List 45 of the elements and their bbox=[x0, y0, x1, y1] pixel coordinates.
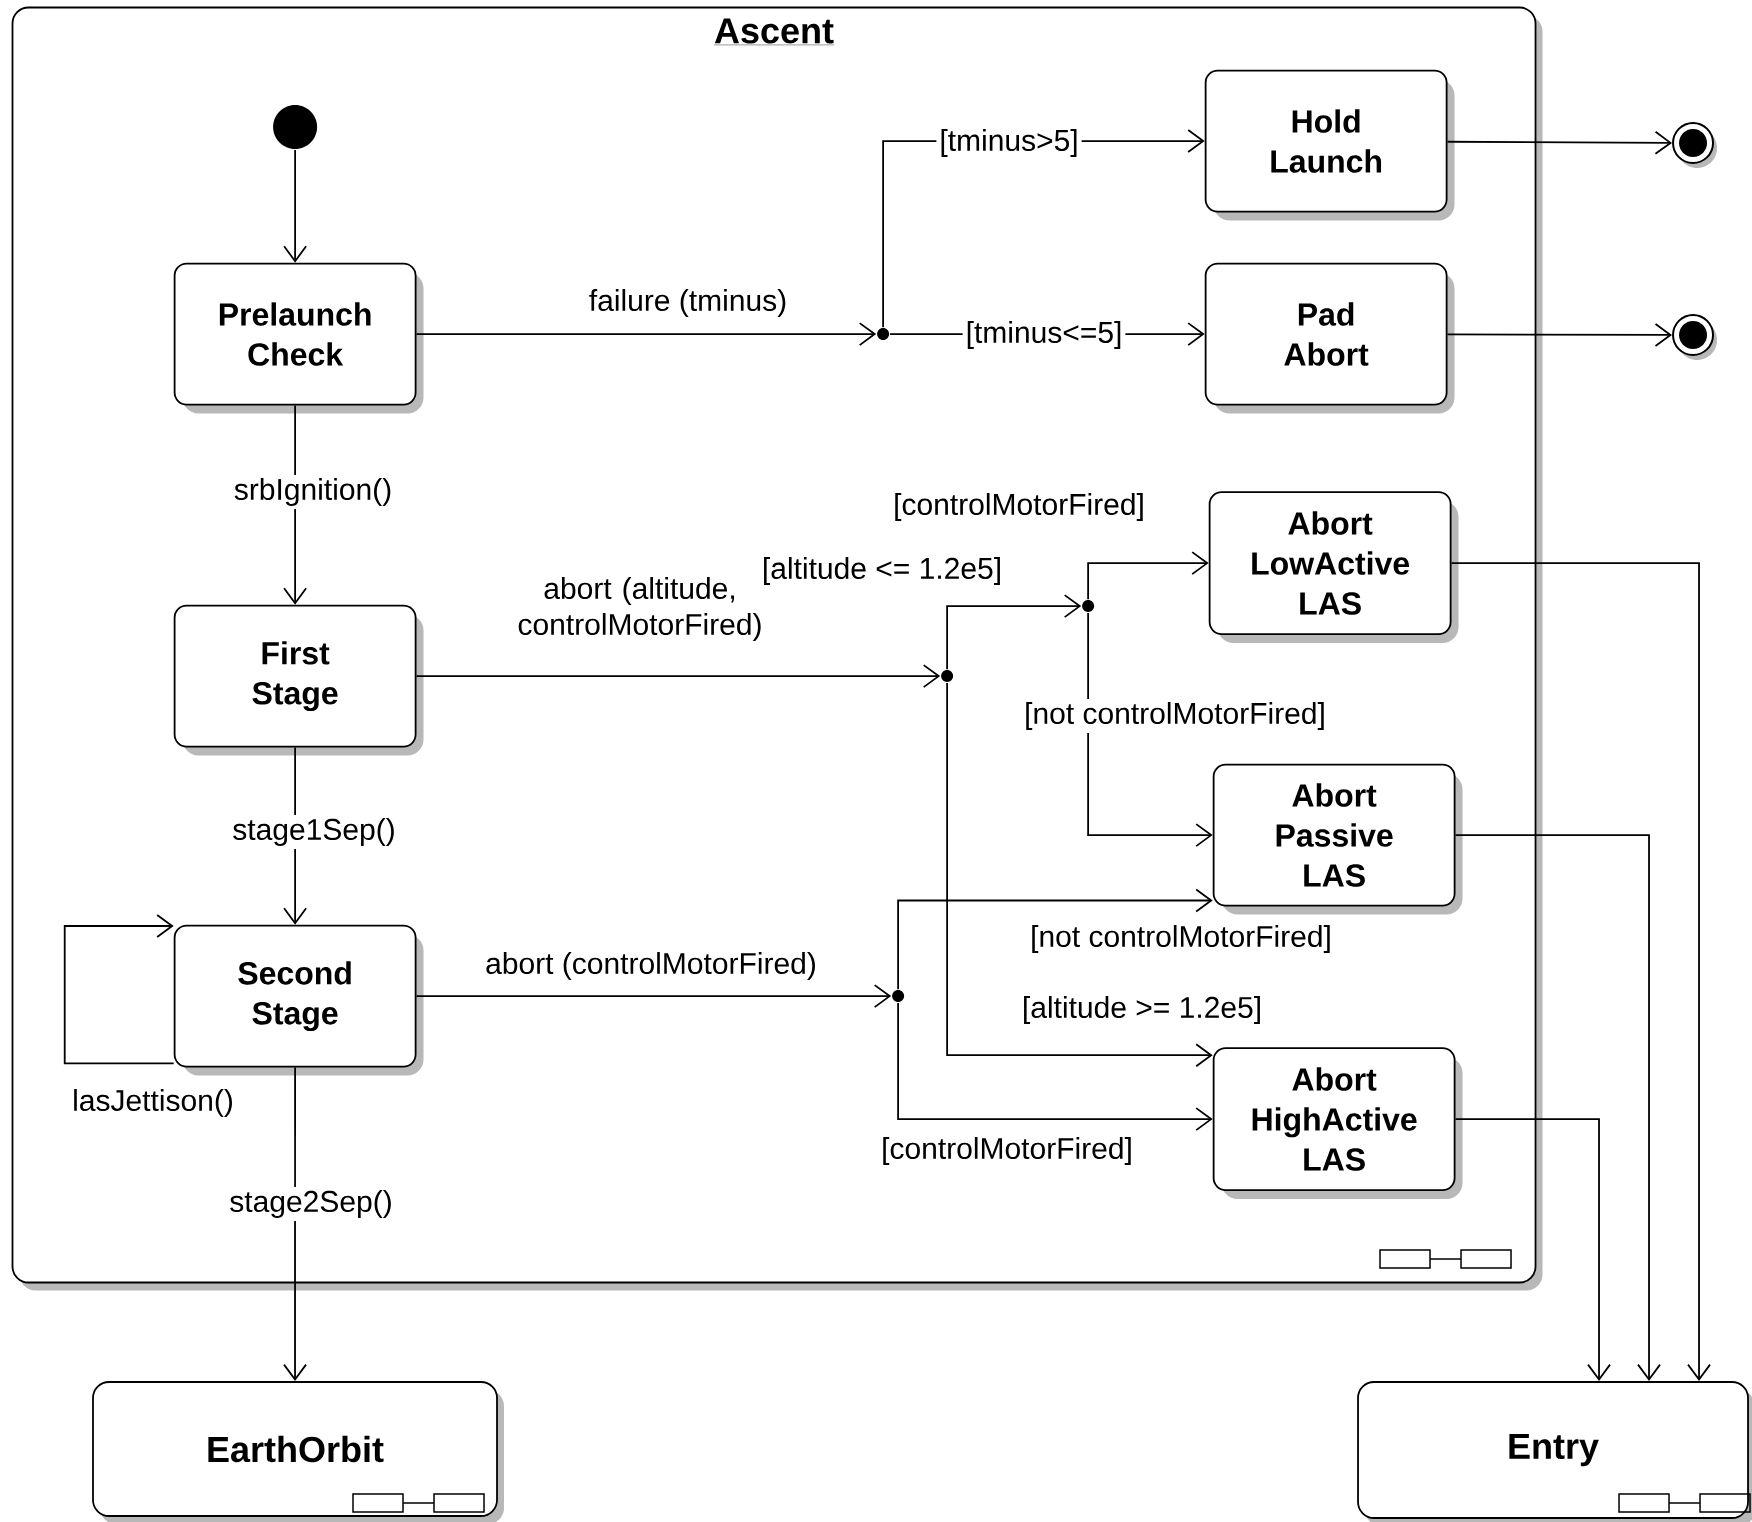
arrow bbox=[415, 322, 877, 346]
edge-label: stage1Sep() bbox=[229, 815, 399, 849]
edge-label: [altitude >= 1.2e5] bbox=[1024, 996, 1260, 1024]
arrow bbox=[946, 682, 1213, 1068]
state-box: Prelaunch Check bbox=[173, 262, 424, 414]
edge-label: stage2Sep() bbox=[226, 1187, 396, 1221]
arrow bbox=[897, 888, 1213, 991]
state-box: Pad Abort bbox=[1204, 262, 1455, 414]
state-box: Second Stage bbox=[173, 924, 424, 1076]
arrow bbox=[63, 914, 175, 1065]
edge-label: failure (tminus) bbox=[589, 289, 786, 317]
edge-label: [tminus>5] bbox=[936, 126, 1082, 160]
edge-label: abort (controlMotorFired) bbox=[486, 952, 815, 980]
arrow bbox=[1446, 323, 1673, 347]
arrow bbox=[415, 664, 941, 688]
composite-state-box: EarthOrbit bbox=[92, 1381, 504, 1522]
edge-label: [altitude <= 1.2e5] bbox=[764, 557, 1000, 585]
arrow bbox=[1450, 562, 1711, 1382]
arrow bbox=[1454, 1118, 1611, 1382]
arrow bbox=[946, 594, 1082, 671]
edge-label: [controlMotorFired] bbox=[883, 1137, 1131, 1165]
arrow bbox=[283, 1066, 307, 1382]
edge-label: srbIgnition() bbox=[230, 475, 396, 509]
state-box: Hold Launch bbox=[1204, 69, 1455, 221]
state-box: Abort HighActive LAS bbox=[1212, 1047, 1463, 1199]
arrow bbox=[897, 1002, 1213, 1131]
initial-state-dot bbox=[273, 105, 318, 150]
edge-label: [not controlMotorFired] bbox=[1032, 925, 1330, 953]
arrow bbox=[1087, 612, 1213, 847]
state-box: Abort LowActive LAS bbox=[1208, 491, 1459, 643]
arrow bbox=[1446, 130, 1673, 155]
edge-label: [not controlMotorFired] bbox=[1021, 699, 1329, 733]
state-box: Abort Passive LAS bbox=[1212, 763, 1463, 915]
edge-label: [tminus<=5] bbox=[962, 318, 1126, 352]
edge-label: lasJettison() bbox=[74, 1089, 232, 1117]
final-state bbox=[1672, 122, 1717, 168]
final-state bbox=[1672, 314, 1717, 360]
state-box: First Stage bbox=[173, 604, 424, 756]
arrow bbox=[1454, 834, 1661, 1382]
arrow bbox=[283, 149, 307, 263]
edge-label: abort (altitude, controlMotorFired) bbox=[518, 577, 761, 641]
edge-label: [controlMotorFired] bbox=[895, 493, 1143, 521]
arrow bbox=[1087, 551, 1209, 601]
arrow bbox=[415, 984, 892, 1008]
composite-state-box: Entry bbox=[1357, 1381, 1752, 1522]
